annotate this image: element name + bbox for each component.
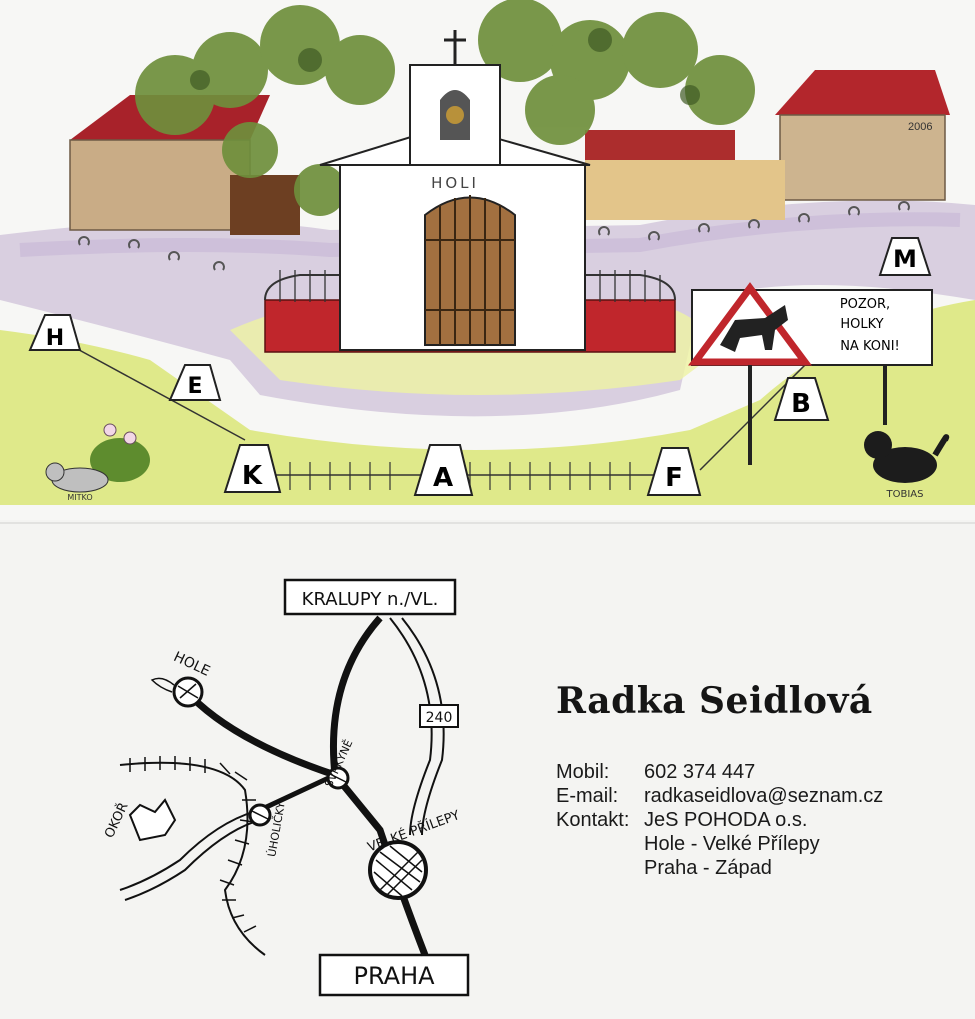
card-divider	[0, 522, 975, 524]
marker-h: H	[28, 314, 82, 351]
organisation-value: JeS POHODA o.s.	[644, 809, 808, 831]
svg-text:HOLKY: HOLKY	[840, 317, 883, 332]
chapel: HOLI	[319, 30, 591, 351]
svg-text:A: A	[433, 463, 453, 493]
svg-text:POZOR,: POZOR,	[840, 297, 890, 312]
svg-text:K: K	[242, 461, 263, 491]
praha-box	[318, 953, 470, 997]
cat-drawing: MITKO	[45, 462, 109, 502]
svg-text:H: H	[46, 326, 64, 351]
contact-block: Radka Seidlová Mobil: 602 374 447 E-mail…	[556, 680, 956, 880]
road-240-label: 240	[426, 710, 453, 726]
praha-label: PRAHA	[353, 962, 435, 990]
svg-text:NA KONI!: NA KONI!	[840, 339, 900, 354]
marker-f: F	[646, 447, 702, 496]
contact-row-address-1: Hole - Velké Přílepy	[556, 832, 883, 856]
mobile-label: Mobil:	[556, 761, 610, 783]
address-line-1: Hole - Velké Přílepy	[644, 833, 820, 855]
email-value: radkaseidlova@seznam.cz	[644, 785, 884, 807]
okor-label: OKOŘ	[101, 800, 131, 841]
contact-label: Kontakt:	[556, 809, 630, 831]
empty-label	[556, 832, 644, 856]
town-svrkyne: SVRKYNĚ	[322, 738, 355, 790]
chapel-illustration: 2006 HOLI	[0, 0, 975, 505]
town-velke-prilepy: VELKÉ PŘÍLEPY	[365, 807, 462, 900]
svg-text:F: F	[665, 463, 683, 493]
svg-text:B: B	[791, 389, 811, 419]
marker-e: E	[168, 364, 222, 401]
flower-plant	[90, 423, 150, 482]
empty-label	[556, 856, 644, 880]
warning-sign: POZOR, HOLKY NA KONI!	[688, 282, 933, 465]
contact-row-email: E-mail: radkaseidlova@seznam.cz	[556, 784, 883, 808]
year-label: 2006	[908, 121, 932, 133]
contact-details: Mobil: 602 374 447 E-mail: radkaseidlova…	[556, 760, 883, 880]
kralupy-box	[283, 578, 457, 616]
dog-signature: TOBIAS	[886, 489, 924, 500]
contact-row-mobile: Mobil: 602 374 447	[556, 760, 883, 784]
dog-drawing: TOBIAS	[864, 431, 950, 500]
cat-signature: MITKO	[67, 493, 92, 502]
contact-row-address-2: Praha - Západ	[556, 856, 883, 880]
hole-label: HOLE	[171, 649, 212, 680]
marker-b: B	[773, 377, 830, 421]
town-hole: HOLE	[150, 649, 212, 708]
road-240-box	[419, 704, 459, 728]
contact-row-organisation: Kontakt: JeS POHODA o.s.	[556, 808, 883, 832]
route-map: KRALUPY n./VL. PRAHA 240 HOLE OKOŘ	[101, 578, 470, 997]
address-line-2: Praha - Západ	[644, 857, 772, 879]
contact-name: Radka Seidlová	[556, 680, 873, 722]
svg-text:E: E	[187, 374, 202, 399]
marker-a: A	[413, 444, 474, 496]
marker-k: K	[223, 444, 282, 493]
mobile-value: 602 374 447	[644, 761, 756, 783]
svg-text:M: M	[893, 245, 917, 273]
chapel-name: HOLI	[431, 174, 479, 192]
town-okor: OKOŘ	[101, 798, 177, 842]
right-house: 2006	[585, 70, 950, 220]
marker-m: M	[878, 237, 932, 276]
kralupy-label: KRALUPY n./VL.	[302, 589, 439, 610]
town-uholicky: ÚHOLIČKY	[248, 801, 288, 858]
email-label: E-mail:	[556, 785, 619, 807]
